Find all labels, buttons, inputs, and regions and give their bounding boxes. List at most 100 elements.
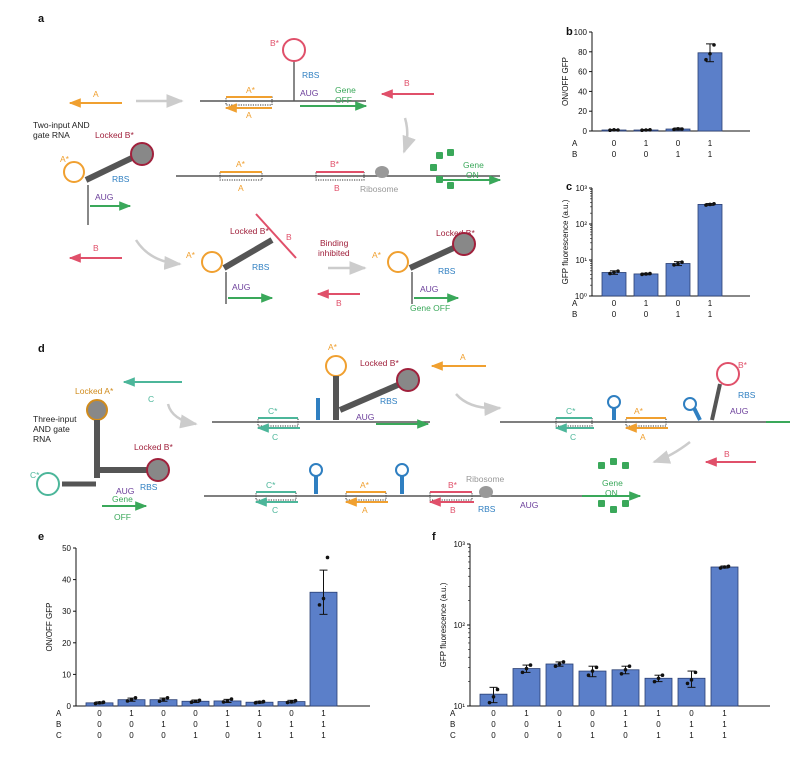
data-point bbox=[157, 699, 162, 704]
bar bbox=[665, 263, 691, 297]
input-b-label-bottom: B bbox=[93, 243, 99, 253]
panel-letter-f: f bbox=[432, 531, 436, 543]
row-label-c: C bbox=[450, 731, 456, 740]
input-value: 0 bbox=[676, 139, 681, 148]
input-value: 1 bbox=[289, 720, 294, 729]
data-point bbox=[648, 271, 652, 276]
input-value: 0 bbox=[676, 299, 681, 308]
row-label-b: B bbox=[56, 720, 61, 729]
c-star-label-d2: C* bbox=[566, 406, 576, 416]
data-point bbox=[676, 261, 680, 266]
locked-b-star-label-2: Locked B* bbox=[230, 226, 269, 236]
locked-b-loop-d bbox=[146, 458, 170, 482]
data-point bbox=[616, 128, 620, 132]
input-b-label-d: B bbox=[724, 449, 730, 459]
data-point bbox=[644, 272, 648, 276]
input-value: 0 bbox=[289, 709, 294, 718]
y-tick-label: 30 bbox=[62, 607, 71, 616]
input-value: 1 bbox=[644, 139, 649, 148]
data-point bbox=[652, 679, 657, 684]
data-point bbox=[594, 665, 599, 670]
bar bbox=[697, 204, 723, 297]
gray-arrow-d3 bbox=[652, 441, 691, 464]
y-tick-label: 10 bbox=[62, 670, 71, 679]
gene-off-flat-label: Gene OFF bbox=[410, 303, 450, 313]
input-value: 0 bbox=[97, 731, 102, 740]
data-point bbox=[487, 700, 492, 705]
input-value: 0 bbox=[491, 709, 496, 718]
input-value: 1 bbox=[321, 709, 326, 718]
locked-b-loop-d1 bbox=[396, 368, 420, 392]
data-point bbox=[590, 669, 595, 673]
input-value: 1 bbox=[321, 720, 326, 729]
panel-letter-e: e bbox=[38, 531, 44, 543]
b-mid-label: B bbox=[334, 183, 340, 193]
aug-label-d3: AUG bbox=[520, 500, 538, 510]
data-point bbox=[101, 700, 106, 705]
y-tick-label: 100 bbox=[574, 28, 588, 37]
blue-loop-d2b bbox=[683, 397, 697, 411]
rbs-label-d: RBS bbox=[140, 482, 158, 492]
data-point bbox=[708, 51, 712, 56]
a-star-label-gate: A* bbox=[60, 154, 70, 164]
data-point bbox=[627, 664, 632, 668]
input-value: 1 bbox=[257, 709, 262, 718]
a-star-label-d3: A* bbox=[360, 480, 370, 490]
input-value: 1 bbox=[161, 720, 166, 729]
input-value: 1 bbox=[656, 731, 661, 740]
c-star-label-d3: C* bbox=[266, 480, 276, 490]
panel-letter-b: b bbox=[566, 26, 573, 38]
data-point bbox=[586, 673, 591, 678]
input-value: 0 bbox=[225, 731, 230, 740]
y-tick-label: 60 bbox=[578, 68, 587, 77]
data-point bbox=[257, 700, 262, 705]
input-value: 1 bbox=[676, 150, 681, 159]
bar bbox=[601, 272, 627, 297]
rbs-gate-label: RBS bbox=[112, 174, 130, 184]
locked-b-loop bbox=[130, 142, 154, 166]
input-value: 0 bbox=[623, 731, 628, 740]
data-point bbox=[640, 128, 644, 133]
data-point bbox=[676, 127, 680, 131]
blue-loop-d3b bbox=[395, 463, 409, 477]
data-point bbox=[623, 667, 628, 672]
a-star-top-label: A* bbox=[246, 85, 256, 95]
data-point bbox=[553, 664, 558, 668]
b-star-label-d2: B* bbox=[738, 360, 748, 370]
input-value: 1 bbox=[644, 299, 649, 308]
data-point bbox=[608, 128, 612, 133]
input-value: 1 bbox=[708, 139, 713, 148]
input-value: 0 bbox=[557, 731, 562, 740]
data-point bbox=[672, 127, 676, 132]
input-value: 1 bbox=[708, 150, 713, 159]
input-value: 1 bbox=[708, 310, 713, 319]
input-value: 1 bbox=[524, 709, 529, 718]
panel-letter-d: d bbox=[38, 343, 45, 355]
input-value: 1 bbox=[225, 720, 230, 729]
b-star-loop-d2 bbox=[716, 362, 740, 386]
data-point bbox=[225, 699, 230, 703]
data-point bbox=[524, 666, 529, 671]
input-value: 0 bbox=[612, 139, 617, 148]
data-point bbox=[672, 263, 676, 267]
data-point bbox=[165, 695, 170, 700]
gate-stem-3 bbox=[408, 243, 460, 271]
data-point bbox=[317, 603, 322, 607]
c-star-label-d: C* bbox=[30, 470, 40, 480]
input-value: 0 bbox=[524, 720, 529, 729]
rbs-label-3: RBS bbox=[438, 266, 456, 276]
a-star-mid-label: A* bbox=[236, 159, 246, 169]
stem-d1-diag bbox=[338, 381, 402, 413]
locked-b-star-label-d1: Locked B* bbox=[360, 358, 399, 368]
input-value: 1 bbox=[193, 731, 198, 740]
input-value: 1 bbox=[321, 731, 326, 740]
data-point bbox=[660, 673, 665, 678]
y-axis-title: GFP fluorescence (a.u.) bbox=[439, 582, 448, 667]
data-point bbox=[619, 671, 624, 676]
